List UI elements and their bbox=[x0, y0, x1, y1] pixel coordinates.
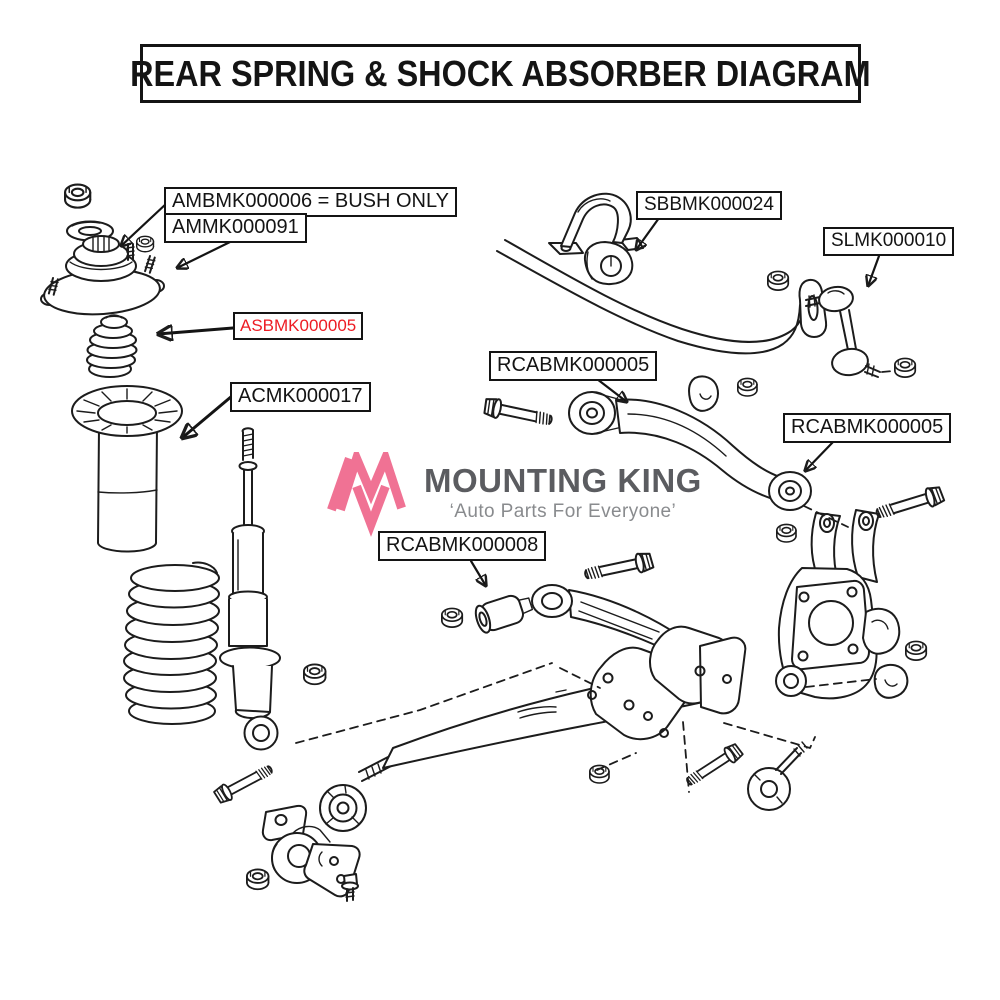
knuckle-bolt bbox=[873, 483, 946, 524]
brand-tagline: ‘Auto Parts For Everyone’ bbox=[449, 501, 677, 522]
stabilizer-bar-nut bbox=[766, 270, 790, 291]
floating-bush-and-nut bbox=[688, 375, 758, 412]
part-label-rcabmk000005-inner: RCABMK000005 bbox=[489, 351, 658, 381]
lateral-arm-bolt bbox=[582, 550, 655, 585]
bump-stop bbox=[86, 314, 138, 378]
trailing-bracket bbox=[261, 804, 361, 898]
shock-bolt bbox=[212, 760, 277, 806]
shock-absorber bbox=[219, 427, 281, 751]
part-label-slmk000010: SLMK000010 bbox=[823, 227, 955, 256]
brand-watermark: MOUNTING KING ‘Auto Parts For Everyone’ bbox=[326, 452, 702, 538]
diagram-title: REAR SPRING & SHOCK ABSORBER DIAGRAM bbox=[130, 52, 871, 94]
knuckle bbox=[775, 509, 901, 700]
dust-cover bbox=[71, 385, 183, 553]
part-label-sbbmk000024: SBBMK000024 bbox=[636, 191, 782, 220]
upper-control-arm bbox=[481, 391, 812, 511]
lower-arm-bushing bbox=[474, 594, 534, 634]
cam-washer bbox=[319, 784, 367, 832]
part-label-ammk000091: AMMK000091 bbox=[164, 213, 307, 243]
knuckle-nut bbox=[775, 523, 797, 543]
coil-spring bbox=[123, 561, 220, 725]
mounting-king-m-logo-icon bbox=[327, 452, 406, 537]
assembly-dashed-lines bbox=[295, 505, 877, 793]
mount-stud bbox=[144, 255, 156, 274]
bracket-bolt bbox=[682, 740, 745, 791]
bracket-small-bolt bbox=[341, 873, 359, 902]
part-label-asbmk000005: ASBMK000005 bbox=[233, 312, 364, 340]
part-label-rcabmk000005-outer: RCABMK000005 bbox=[783, 413, 952, 443]
stabilizer-bar-bracket bbox=[548, 192, 644, 255]
mount-stud bbox=[47, 277, 59, 296]
shock-nut bbox=[302, 663, 327, 686]
part-label-ambmk000006: AMBMK000006 = BUSH ONLY bbox=[164, 187, 457, 217]
lower-bush bbox=[873, 663, 909, 699]
label-leader-arrows bbox=[121, 201, 881, 586]
part-label-rcabmk000008: RCABMK000008 bbox=[378, 531, 547, 561]
lower-arm-bushing-nut bbox=[441, 607, 464, 628]
stabilizer-bar-bushing bbox=[583, 241, 634, 286]
part-label-acmk000017: ACMK000017 bbox=[230, 382, 371, 412]
cam-bolt bbox=[747, 741, 808, 811]
stabilizer-link bbox=[805, 285, 917, 378]
bracket-plates bbox=[587, 625, 747, 741]
lower-nut bbox=[904, 640, 928, 661]
bracket-small-nut bbox=[245, 868, 270, 891]
strut-mount bbox=[40, 183, 165, 316]
stabilizer-bar bbox=[496, 239, 828, 355]
brand-name: MOUNTING KING bbox=[424, 462, 702, 499]
diagram-title-box: REAR SPRING & SHOCK ABSORBER DIAGRAM bbox=[130, 44, 871, 103]
